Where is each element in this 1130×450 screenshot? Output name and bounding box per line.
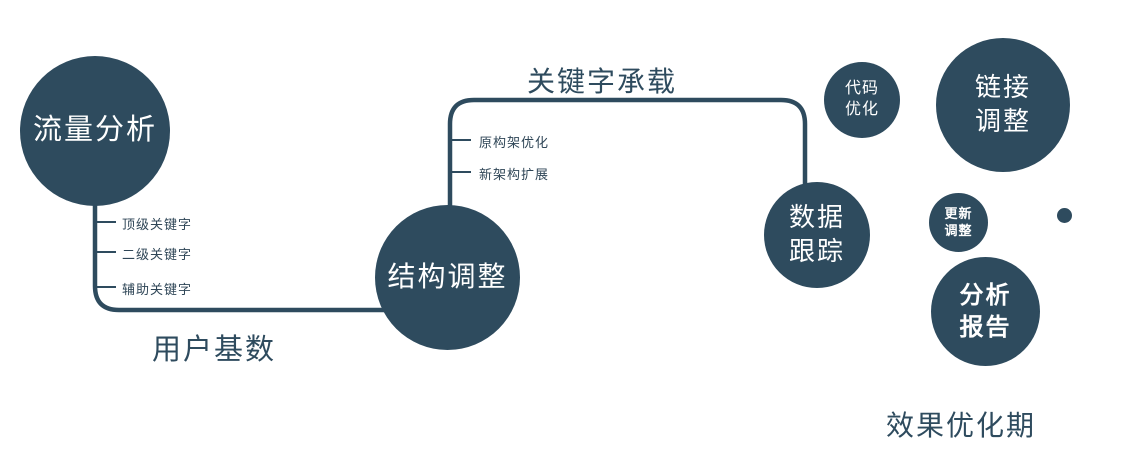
- branch-label-arch-expand: 新架构扩展: [479, 167, 550, 182]
- edge-label-keyword-bearing: 关键字承载: [527, 66, 678, 97]
- branch-label-top-keywords: 顶级关键字: [122, 217, 193, 232]
- node-structure-adjust: 结构调整: [375, 205, 520, 350]
- branch-label-arch-optimize: 原构架优化: [479, 135, 550, 150]
- node-link-adjust-line1: 链接: [974, 72, 1031, 103]
- node-link-adjust-line2: 调整: [974, 106, 1031, 136]
- branch-label-second-keywords: 二级关键字: [122, 247, 193, 262]
- node-traffic-analysis-label: 流量分析: [32, 114, 157, 147]
- node-link-adjust: 链接 调整: [936, 38, 1070, 172]
- node-data-tracking-line2: 跟踪: [788, 236, 845, 266]
- branch-label-aux-keywords: 辅助关键字: [122, 282, 193, 297]
- node-analysis-report-line1: 分析: [959, 282, 1012, 310]
- node-analysis-report: 分析 报告: [931, 257, 1040, 366]
- edge-label-user-base: 用户基数: [152, 334, 277, 366]
- dot-node: [1057, 208, 1072, 223]
- node-data-tracking-line1: 数据: [788, 202, 845, 233]
- node-code-optimize-line2: 优化: [844, 101, 879, 118]
- footer-label-effect-period: 效果优化期: [886, 410, 1037, 441]
- node-structure-adjust-label: 结构调整: [387, 261, 508, 293]
- edge-structure-to-tracking: [447, 97, 808, 206]
- node-update-adjust-line1: 更新: [944, 205, 973, 221]
- node-data-tracking: 数据 跟踪: [764, 182, 870, 288]
- node-traffic-analysis: 流量分析: [20, 56, 170, 206]
- node-analysis-report-line2: 报告: [959, 313, 1012, 341]
- node-code-optimize: 代码 优化: [824, 62, 900, 138]
- node-update-adjust-line2: 调整: [944, 222, 973, 238]
- node-update-adjust: 更新 调整: [929, 193, 988, 252]
- node-code-optimize-line1: 代码: [844, 80, 879, 98]
